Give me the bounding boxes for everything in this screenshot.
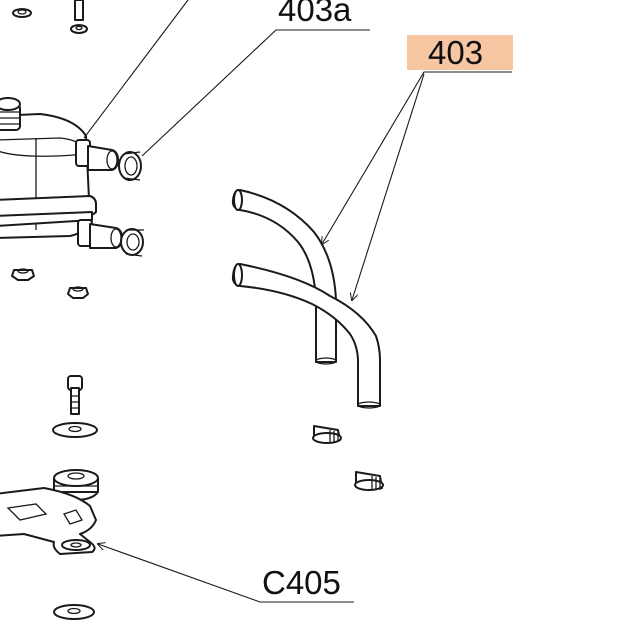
top-washer-left bbox=[12, 8, 32, 18]
label-c405: C405 bbox=[262, 564, 341, 601]
leader-line-403-lower bbox=[352, 73, 425, 300]
leader-line-403a bbox=[141, 29, 370, 157]
pipe-cap-2 bbox=[354, 471, 384, 491]
nut-left bbox=[11, 268, 35, 281]
pipe-cap-1 bbox=[312, 425, 342, 444]
clamp-403a-upper bbox=[118, 151, 142, 181]
pipe-403-lower bbox=[231, 263, 381, 409]
washer-upper bbox=[52, 422, 98, 438]
label-403: 403 bbox=[428, 34, 483, 71]
pipe-403-upper bbox=[231, 189, 337, 365]
label-403a: 403a bbox=[278, 0, 352, 28]
expansion-tank bbox=[0, 113, 97, 239]
bracket-c405 bbox=[0, 487, 97, 555]
lower-outlet-pipe bbox=[77, 219, 123, 249]
label-403-highlight bbox=[407, 35, 513, 70]
washer-lower bbox=[53, 604, 95, 620]
mounting-bolt bbox=[67, 375, 83, 415]
upper-outlet-pipe bbox=[75, 139, 119, 171]
clamp-lower bbox=[120, 228, 144, 257]
leader-line-403-upper bbox=[322, 71, 512, 244]
tank-filler-neck bbox=[0, 97, 21, 131]
leader-line-c405 bbox=[98, 544, 354, 603]
nut-right bbox=[67, 286, 89, 299]
leader-line-tank bbox=[83, 0, 189, 139]
top-bolt bbox=[70, 0, 88, 34]
